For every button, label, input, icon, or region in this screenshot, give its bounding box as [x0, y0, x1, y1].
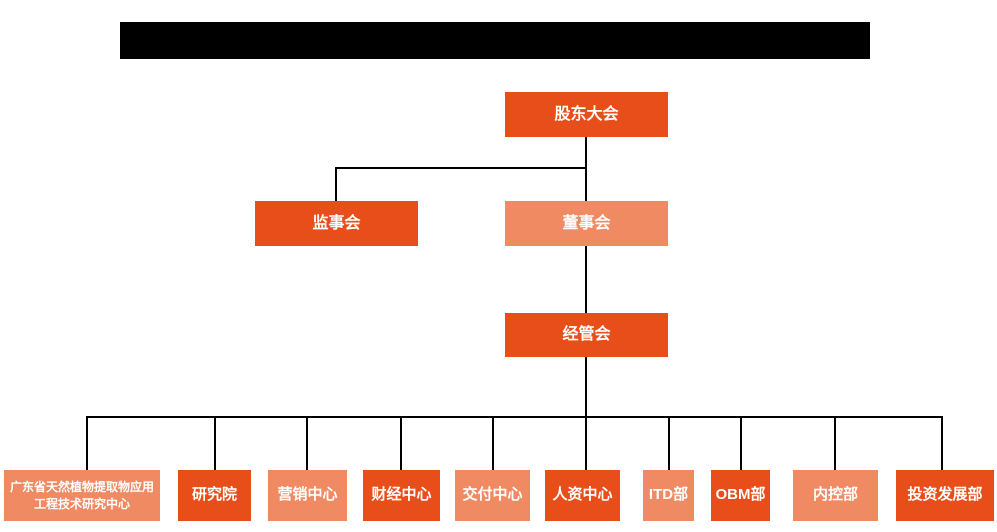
connector-line — [335, 167, 587, 169]
connector-line — [86, 416, 88, 470]
node-management-committee: 经管会 — [505, 313, 668, 357]
node-marketing-center: 营销中心 — [268, 470, 347, 521]
connector-line — [740, 416, 742, 470]
node-gd-plant-extract-research-center: 广东省天然植物提取物应用工程技术研究中心 — [4, 470, 160, 521]
connector-line — [585, 416, 587, 470]
connector-line — [941, 416, 943, 470]
connector-line — [86, 416, 943, 418]
connector-line — [585, 357, 587, 417]
node-obm-department: OBM部 — [711, 470, 770, 521]
node-investment-development-department: 投资发展部 — [896, 470, 994, 521]
node-itd-department: ITD部 — [643, 470, 694, 521]
connector-line — [585, 137, 587, 201]
node-supervisory-board: 监事会 — [255, 201, 418, 246]
connector-line — [214, 416, 216, 470]
connector-line — [585, 246, 587, 313]
node-research-institute: 研究院 — [178, 470, 251, 521]
connector-line — [335, 167, 337, 201]
node-finance-center: 财经中心 — [363, 470, 440, 521]
node-internal-control-department: 内控部 — [793, 470, 878, 521]
node-board-of-directors: 董事会 — [505, 201, 668, 246]
node-shareholders-meeting: 股东大会 — [505, 92, 668, 137]
connector-line — [306, 416, 308, 470]
connector-line — [400, 416, 402, 470]
connector-line — [834, 416, 836, 470]
node-delivery-center: 交付中心 — [455, 470, 530, 521]
node-hr-center: 人资中心 — [545, 470, 620, 521]
redacted-title-bar — [120, 22, 870, 59]
connector-line — [668, 416, 670, 470]
connector-line — [492, 416, 494, 470]
